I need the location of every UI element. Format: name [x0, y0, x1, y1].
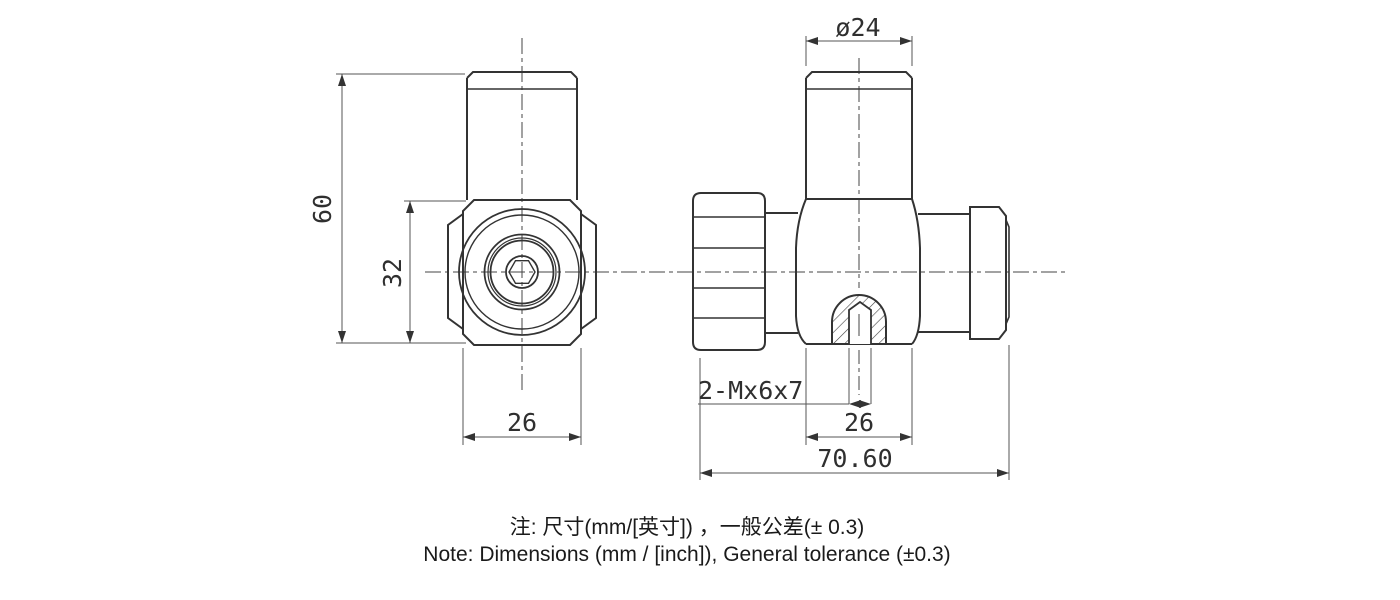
dim70-arrow-right — [997, 469, 1009, 477]
dim-label-26-front: 26 — [507, 408, 537, 437]
dim26s-arrow-left — [806, 433, 818, 441]
dim26s-arrow-right — [900, 433, 912, 441]
port-circle-2 — [464, 214, 580, 330]
dim32-arrow-bottom — [406, 331, 414, 343]
front-view — [447, 38, 597, 393]
side-view — [692, 58, 1010, 395]
dim26f-arrow-right — [569, 433, 581, 441]
note-line-chinese: 注: 尺寸(mm/[英寸]) ，一般公差(± 0.3) — [509, 516, 865, 539]
dim60-arrow-bottom — [338, 331, 346, 343]
port-ring-mid — [487, 237, 557, 307]
dim60-arrow-top — [338, 74, 346, 86]
side-pipe-top-edge — [805, 71, 913, 79]
hex-nut-outline — [692, 192, 766, 351]
front-left-tab — [447, 213, 464, 330]
dim-label-60: 60 — [308, 194, 337, 224]
dim-label-26-side: 26 — [844, 408, 874, 437]
dim70-arrow-left — [700, 469, 712, 477]
right-flange-outline — [969, 206, 1007, 340]
dim24-arrow-left — [806, 37, 818, 45]
dim-label-32: 32 — [378, 258, 407, 288]
dim26f-arrow-left — [463, 433, 475, 441]
dim-label-dia24: ø24 — [835, 13, 880, 42]
port-ring-outer — [483, 233, 561, 311]
note-line-english: Note: Dimensions (mm / [inch]), General … — [423, 543, 951, 566]
dim24-arrow-right — [900, 37, 912, 45]
port-bore-circle — [505, 255, 539, 289]
dim32-arrow-top — [406, 201, 414, 213]
side-body-right-edge — [911, 198, 921, 345]
front-pipe-top-edge — [466, 71, 578, 79]
right-end-face — [1005, 219, 1010, 325]
threaded-hole — [848, 300, 872, 344]
front-right-tab — [580, 213, 597, 330]
front-view-dimensions — [336, 73, 582, 445]
thread-arrow-left — [849, 400, 861, 408]
port-ring-inner — [489, 239, 555, 305]
notes-block: 注: 尺寸(mm/[英寸]) ，一般公差(± 0.3) Note: Dimens… — [0, 514, 1374, 568]
thread-arrow-right — [859, 400, 871, 408]
dim-label-7060: 70.60 — [817, 444, 892, 473]
port-outer-circle — [458, 208, 586, 336]
side-body-left-edge — [795, 198, 807, 345]
side-view-dimensions — [698, 36, 1010, 480]
hex-socket — [508, 260, 536, 284]
dim-label-thread: 2-Mx6x7 — [698, 376, 803, 405]
